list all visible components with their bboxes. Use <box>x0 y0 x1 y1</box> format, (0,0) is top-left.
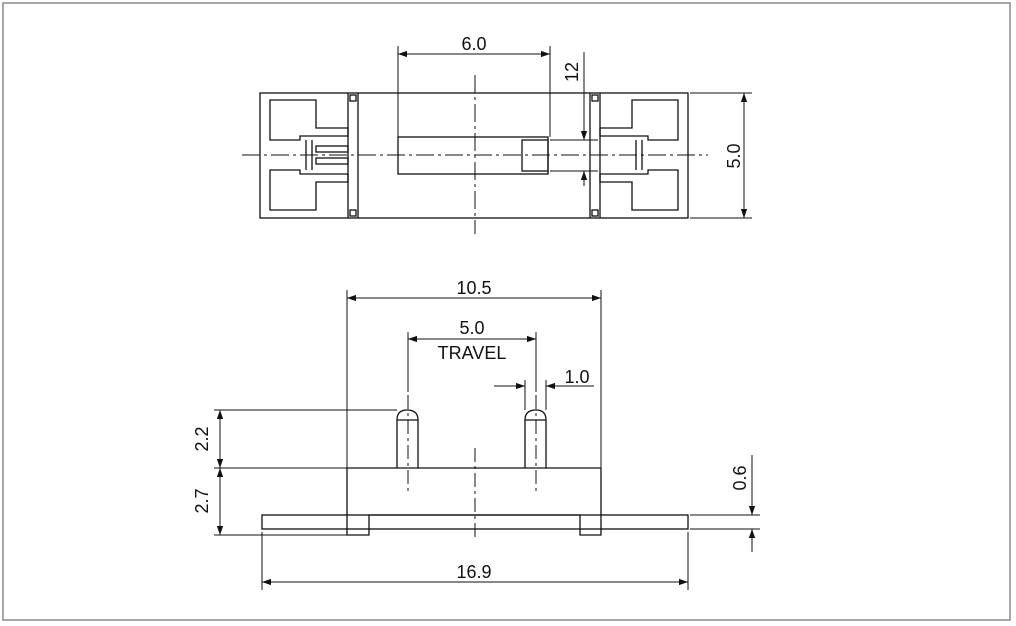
label-actuator-height: 2.2 <box>192 426 212 451</box>
label-travel-value: 5.0 <box>459 318 484 338</box>
top-corner-notch-bl <box>349 209 357 217</box>
side-centerlines <box>407 395 537 540</box>
top-left-contact-1 <box>315 145 349 153</box>
top-centerlines <box>242 75 708 234</box>
top-left-terminal-lower <box>269 169 349 211</box>
label-body-height: 5.0 <box>724 143 744 168</box>
side-actuator-left <box>396 409 419 468</box>
top-dimensions <box>397 46 752 219</box>
top-corner-notch-tl <box>349 94 357 102</box>
label-body-length: 10.5 <box>456 278 491 298</box>
label-actuator-width: 1.0 <box>564 367 589 387</box>
side-dimensions <box>214 290 760 590</box>
label-total-length: 16.9 <box>456 562 491 582</box>
top-left-terminal-upper <box>269 99 349 141</box>
label-small-height: 12 <box>562 62 582 82</box>
top-right-terminal-lower <box>599 169 679 211</box>
label-slot-width: 6.0 <box>461 34 486 54</box>
side-body <box>346 467 602 536</box>
label-plate-thickness: 0.6 <box>730 465 750 490</box>
top-corner-notch-tr <box>591 94 599 102</box>
top-corner-notch-br <box>591 209 599 217</box>
side-actuator-right <box>524 409 547 468</box>
label-body-height-side: 2.7 <box>192 488 212 513</box>
top-right-terminal-upper <box>599 99 679 141</box>
top-left-contact-2 <box>315 157 349 165</box>
label-travel: TRAVEL <box>438 343 507 363</box>
